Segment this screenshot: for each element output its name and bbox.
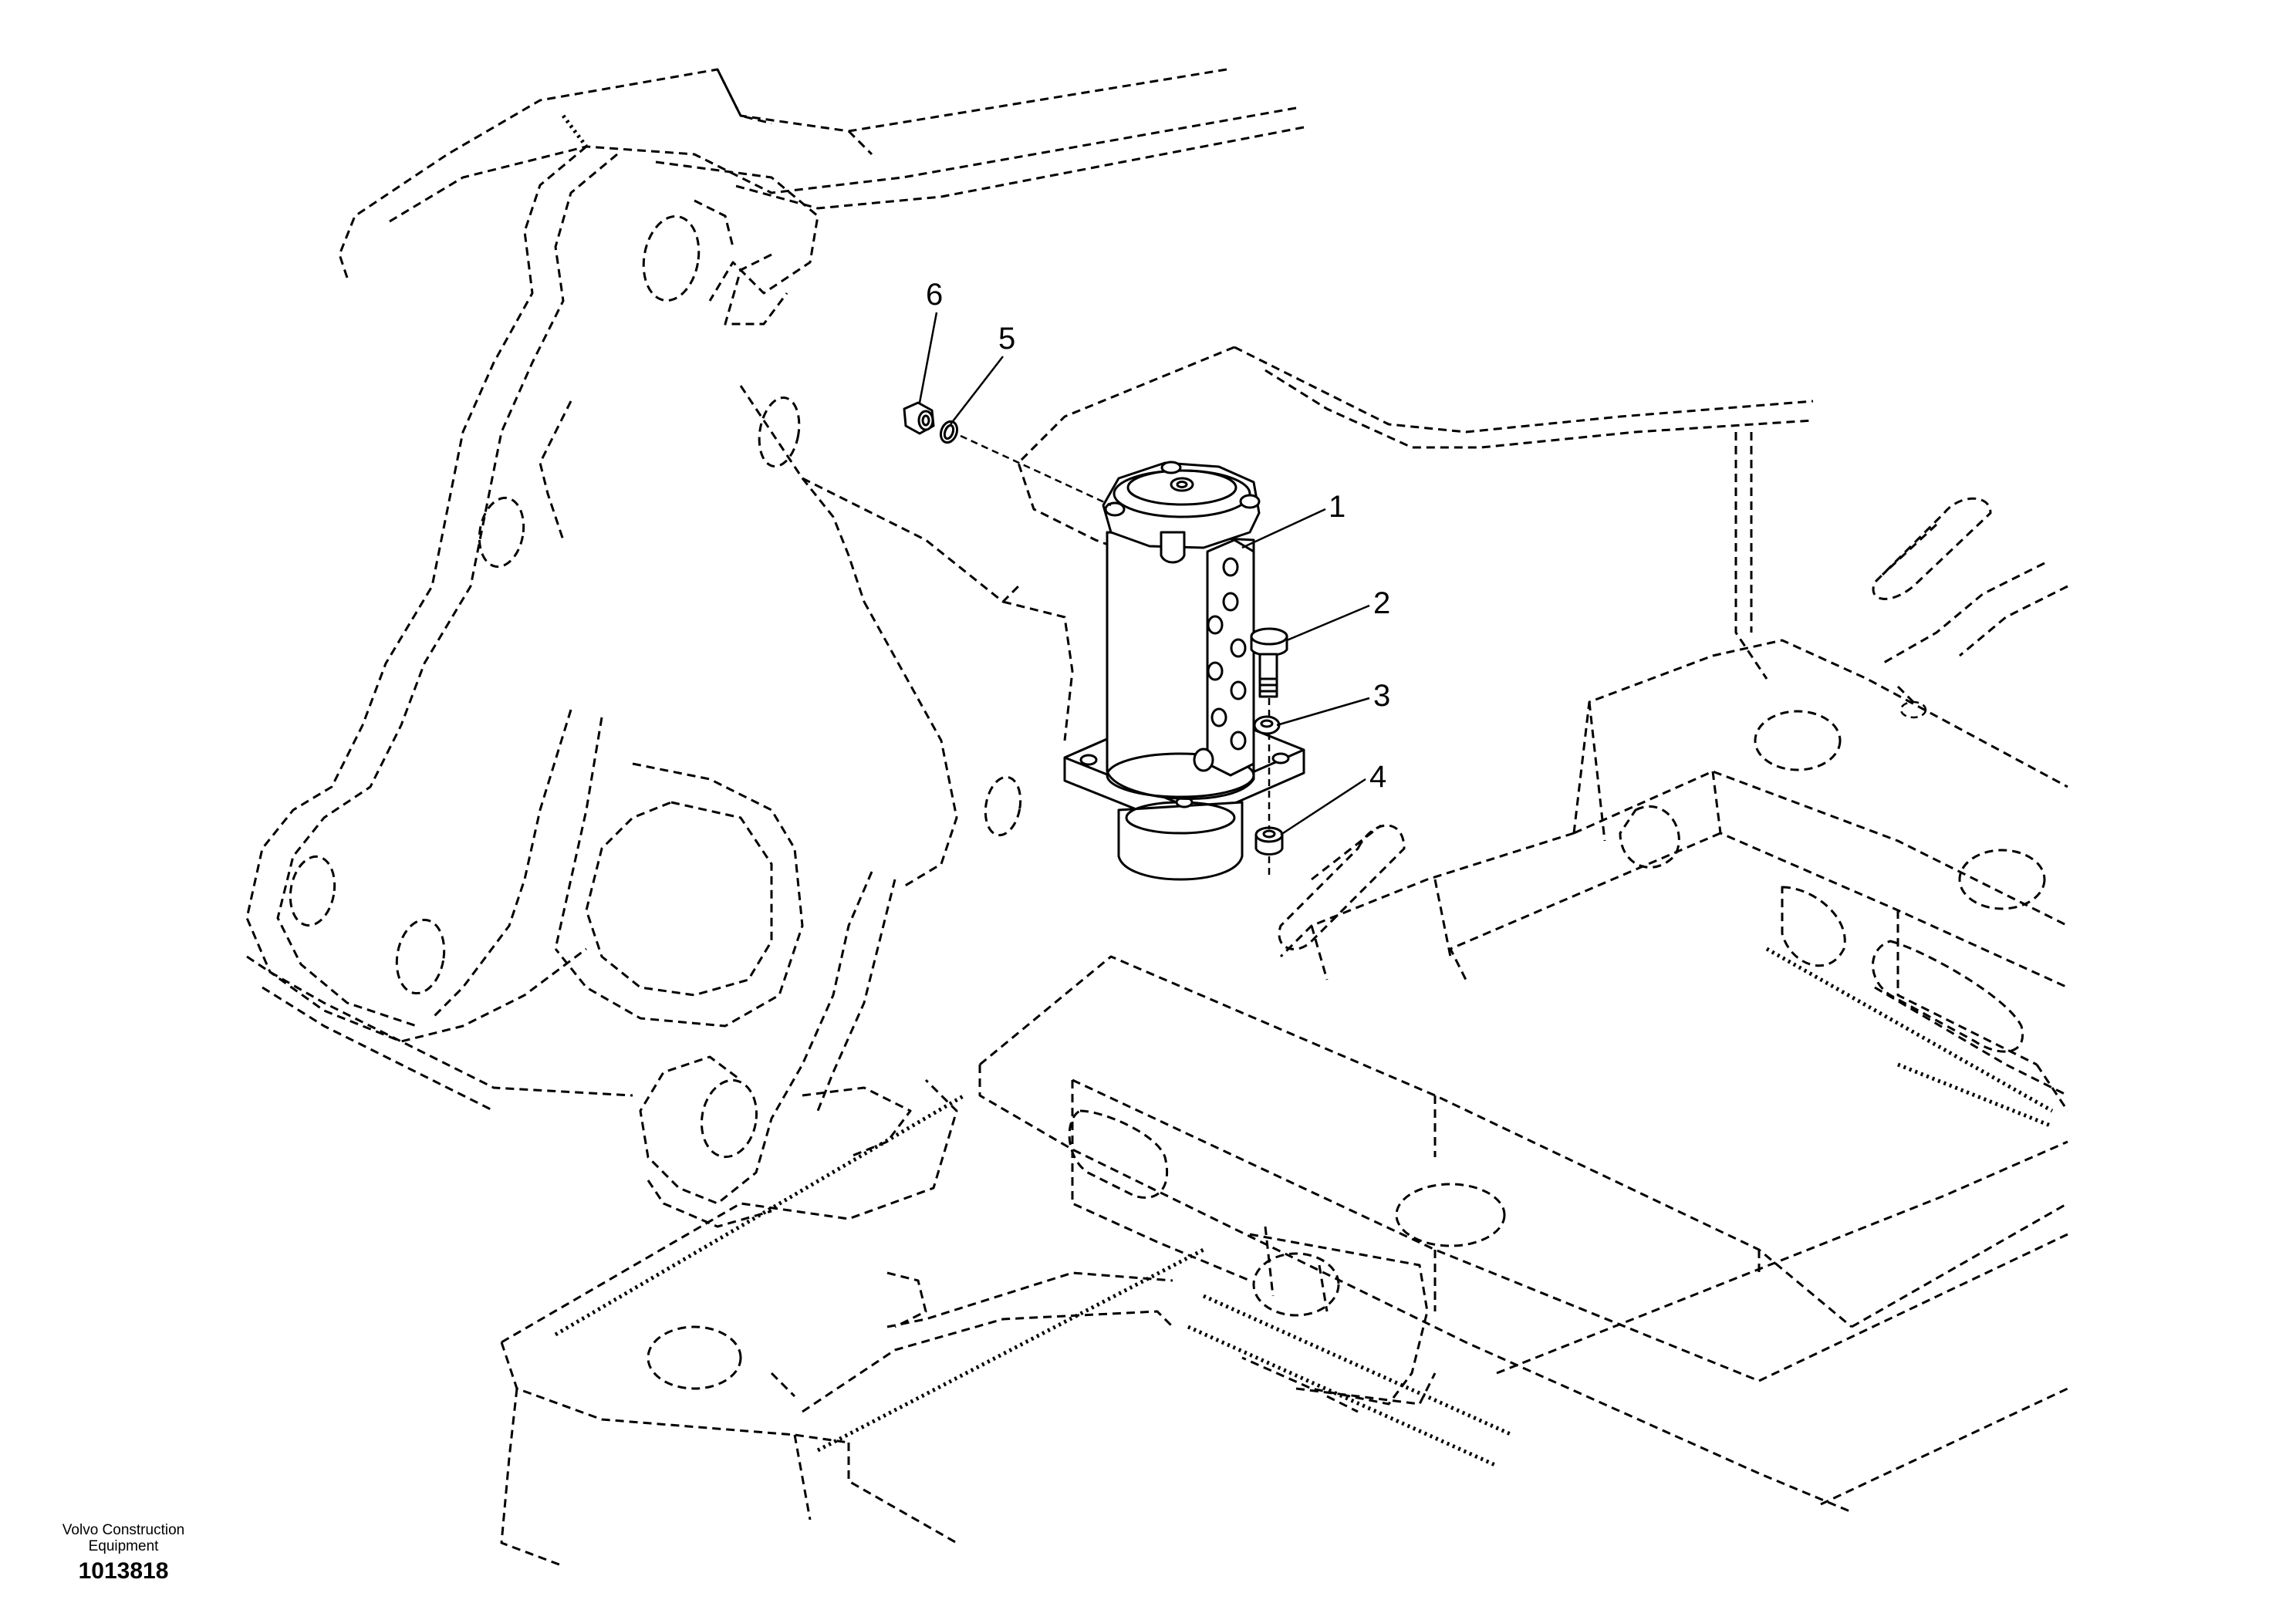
callout-label-2: 2 bbox=[1373, 586, 1390, 620]
brand-name-line1: Volvo Construction bbox=[62, 1522, 185, 1538]
upper-frame-outline bbox=[338, 68, 1305, 278]
lower-left-bracket-outline bbox=[246, 709, 912, 1228]
lower-left-block-outline bbox=[500, 1078, 1437, 1568]
plug-part bbox=[903, 401, 935, 435]
nut-part bbox=[1254, 826, 1284, 856]
figure-number: 1013818 bbox=[78, 1558, 169, 1584]
assembly-axis-lines bbox=[960, 434, 1271, 879]
callout-5: 5 bbox=[950, 322, 1015, 425]
callout-3: 3 bbox=[1276, 679, 1390, 727]
callout-label-5: 5 bbox=[998, 322, 1015, 356]
callout-2: 2 bbox=[1286, 586, 1390, 642]
callout-1: 1 bbox=[1241, 490, 1346, 549]
lower-chassis-outline bbox=[978, 955, 2068, 1514]
boom-bracket-outline bbox=[245, 145, 1074, 1159]
bolt-part bbox=[1250, 627, 1288, 698]
swivel-joint-assembly bbox=[1063, 461, 1305, 881]
washer-part bbox=[1253, 715, 1281, 735]
brand-name-line2: Equipment bbox=[88, 1538, 159, 1554]
dotted-edges bbox=[554, 114, 2054, 1468]
callout-label-4: 4 bbox=[1369, 760, 1386, 794]
callout-label-1: 1 bbox=[1329, 490, 1346, 524]
right-frame-outline bbox=[1017, 346, 2069, 1112]
o-ring-part bbox=[939, 420, 959, 444]
callout-6: 6 bbox=[918, 278, 943, 403]
callout-label-6: 6 bbox=[926, 278, 943, 312]
callout-4: 4 bbox=[1280, 760, 1386, 836]
callout-label-3: 3 bbox=[1373, 679, 1390, 713]
